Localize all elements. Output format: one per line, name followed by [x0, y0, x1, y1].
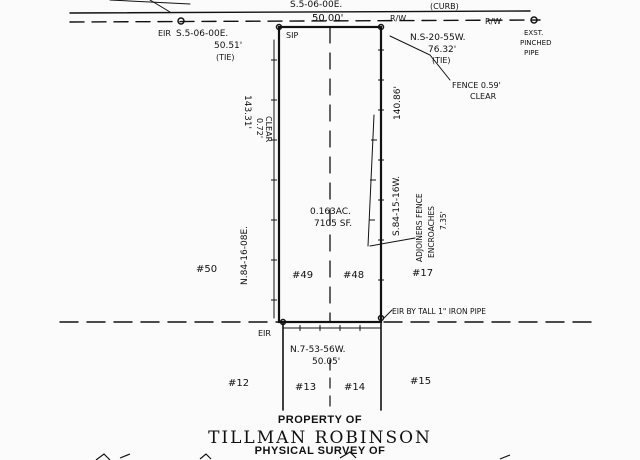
curb-scrawl: [109, 0, 191, 5]
adjoiner-encroach-label: ENCROACHES: [427, 206, 436, 258]
curb-label: (CURB): [430, 2, 459, 11]
sip-monument: [275, 23, 283, 31]
caption-owner-name: TILLMAN ROBINSON: [208, 428, 432, 448]
sip-label: SIP: [286, 31, 298, 40]
lot-48-label: #48: [343, 270, 364, 281]
pinched-label: PINCHED: [520, 39, 552, 47]
pipe-leader: [383, 309, 393, 319]
right-top-tie: (TIE): [432, 56, 451, 65]
left-depth-label: 143.31': [242, 95, 252, 129]
right-of-way-line: [69, 19, 541, 23]
curb-line: [69, 10, 531, 14]
exst-label: EXST.: [524, 29, 543, 37]
lot-50-label: #50: [196, 264, 217, 275]
left-top-dist: 50.51': [214, 41, 242, 51]
right-top-dist: 76.32': [428, 45, 456, 55]
eir-label: EIR: [158, 29, 171, 38]
right-depth-label: 140.86': [393, 86, 403, 120]
left-top-bearing: S.5-06-00E.: [176, 29, 228, 39]
left-bearing-label: N.84-16-08E.: [240, 226, 250, 285]
iron-pipe-note: EIR BY TALL 1" IRON PIPE: [392, 307, 486, 316]
lot-17-label: #17: [412, 268, 433, 279]
fence-leader: [389, 35, 451, 81]
left-top-tie: (TIE): [216, 53, 235, 62]
adjoiner-fence-label: ADJOINERS FENCE: [415, 193, 424, 262]
iron-pipe-monument: [377, 314, 385, 322]
encroach-leader: [369, 237, 416, 247]
left-clear-label: 0.72': [255, 118, 264, 138]
caption-physical-survey: PHYSICAL SURVEY OF: [254, 445, 386, 457]
eir-bottom-label: EIR: [258, 329, 271, 338]
right-top-bearing: N.S-20-55W.: [410, 33, 465, 43]
lot-14-label: #14: [344, 382, 365, 393]
bottom-dist-label: 50.05': [312, 357, 340, 367]
rw-label: R/W: [390, 14, 406, 23]
right-bearing-label: S.84-15-16W.: [392, 176, 402, 236]
lot-13-label: #13: [295, 382, 316, 393]
rw-monument: [377, 23, 385, 31]
caption-property-of: PROPERTY OF: [277, 414, 363, 426]
area-sqft: 7105 SF.: [314, 219, 352, 229]
area-acres: 0.163AC.: [310, 207, 351, 217]
top-bearing-label: S.5-06-00E.: [290, 0, 342, 10]
lot-12-label: #12: [228, 378, 249, 389]
curb-scrawl-2: [149, 0, 171, 13]
pinched-pipe-monument: [530, 16, 538, 24]
fence-clear-label-2: CLEAR: [470, 92, 497, 101]
cut-off-handwriting: [95, 451, 511, 460]
bottom-bearing-label: N.7-53-56W.: [290, 345, 345, 355]
top-width-label: 50.00': [312, 13, 343, 24]
lot-15-label: #15: [410, 376, 431, 387]
adjoiner-dist-label: 7.35': [439, 211, 448, 230]
left-clear-label-2: CLEAR: [264, 116, 273, 143]
lot-49-label: #49: [292, 270, 313, 281]
fence-clear-label: FENCE 0.59': [452, 81, 501, 90]
eir-monument-bottom: [279, 318, 287, 326]
pipe-label: PIPE: [524, 49, 539, 57]
eir-monument-top: [177, 17, 185, 25]
rw-label-2: R/W: [485, 17, 501, 26]
